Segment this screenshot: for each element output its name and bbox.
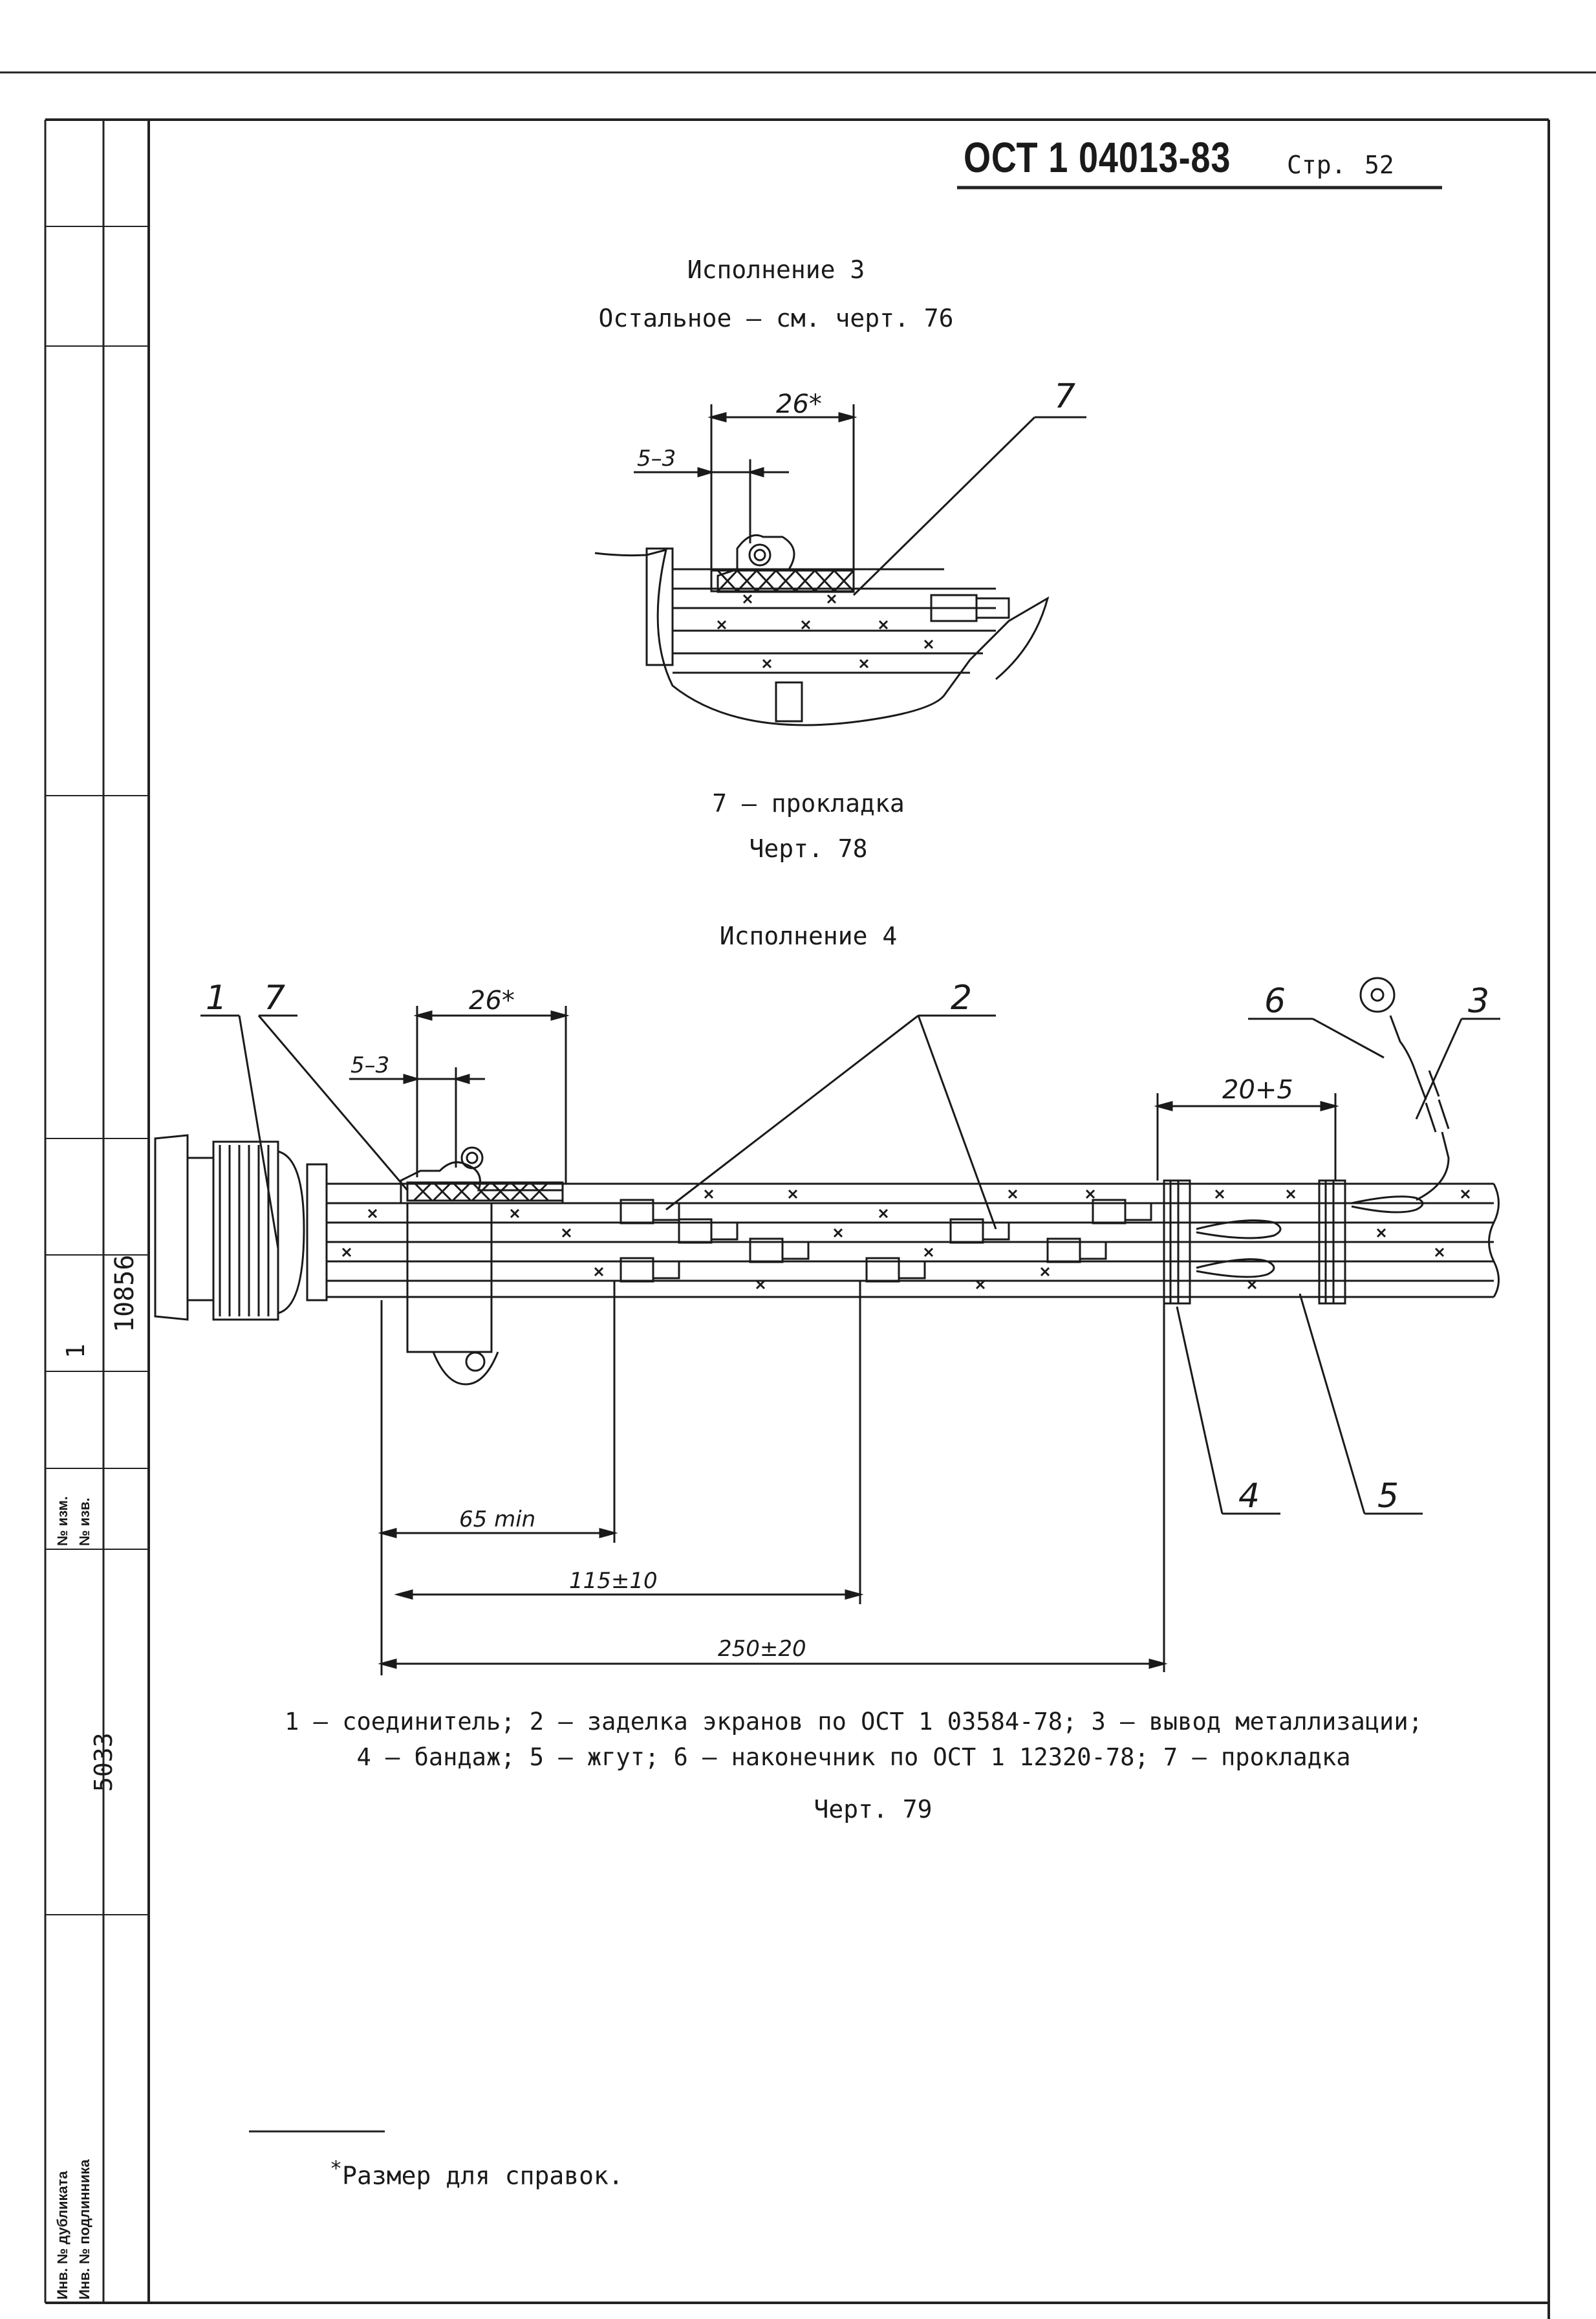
- section2-legend-line2: 4 – бандаж; 5 – жгут; 6 – наконечник по …: [356, 1743, 1351, 1771]
- page-number: 52: [1364, 151, 1394, 179]
- section1-title: Исполнение 3: [687, 256, 865, 284]
- d79-dim-26: 26*: [469, 986, 515, 1016]
- stamp-col2: № изм. № изв.: [52, 1391, 97, 1546]
- page-header: ОСТ 1 04013-83 Стр. 52: [964, 133, 1442, 184]
- d79-dim-115: 115±10: [569, 1568, 658, 1594]
- d79-dim-20: 20+5: [1222, 1075, 1293, 1105]
- stamp-notice-label: № изв.: [76, 1497, 92, 1546]
- d79-callout-4: 4: [1238, 1477, 1260, 1516]
- drawing-79: 1 7 2 6 3 4 5 26* 5–3 20+5 65 min 115±10…: [154, 977, 1500, 1675]
- section1-caption: Черт. 78: [749, 834, 868, 863]
- stamp-change-number: 1: [61, 1344, 90, 1358]
- section2-legend-line1: 1 – соединитель; 2 – заделка экранов по …: [285, 1708, 1423, 1736]
- d79-callout-1: 1: [206, 979, 227, 1018]
- d79-callout-6: 6: [1264, 982, 1286, 1021]
- section1-reference: Остальное – см. черт. 76: [598, 304, 954, 332]
- stamp-duplicate-label: Инв. № дубликата: [54, 2171, 70, 2300]
- stamp-notice-number: 10856: [110, 1254, 140, 1333]
- d79-callout-7: 7: [264, 979, 285, 1018]
- d78-dim-5-3: 5–3: [637, 446, 676, 472]
- drawing-78: 26* 5–3 7: [594, 377, 1086, 726]
- stamp-col1: Инв. № дубликата Инв. № подлинника: [52, 1976, 97, 2300]
- section1-legend: 7 – прокладка: [712, 789, 905, 818]
- section2-caption: Черт. 79: [814, 1795, 933, 1824]
- header-underline: [957, 186, 1442, 190]
- footnote-rule: [249, 2130, 385, 2133]
- d79-dim-65: 65 min: [459, 1507, 535, 1532]
- doc-number: ОСТ 1 04013-83: [964, 133, 1231, 181]
- d79-callout-2: 2: [951, 979, 972, 1018]
- d79-dim-5-3: 5–3: [350, 1052, 389, 1078]
- stamp-change-label: № изм.: [54, 1496, 70, 1546]
- page-label: Стр.: [1287, 151, 1346, 179]
- stamp-original-number: 5033: [89, 1732, 118, 1792]
- footnote: *Размер для справок.: [330, 2157, 782, 2190]
- d79-callout-5: 5: [1377, 1477, 1399, 1516]
- footnote-mark: *: [330, 2157, 343, 2181]
- d79-dim-250: 250±20: [718, 1636, 806, 1662]
- stamp-original-label: Инв. № подлинника: [76, 2159, 92, 2300]
- section2-title: Исполнение 4: [719, 922, 898, 950]
- d79-callout-3: 3: [1468, 982, 1489, 1021]
- footnote-text: Размер для справок.: [342, 2161, 623, 2190]
- d78-dim-26: 26*: [776, 389, 822, 419]
- d78-callout-7: 7: [1054, 377, 1075, 416]
